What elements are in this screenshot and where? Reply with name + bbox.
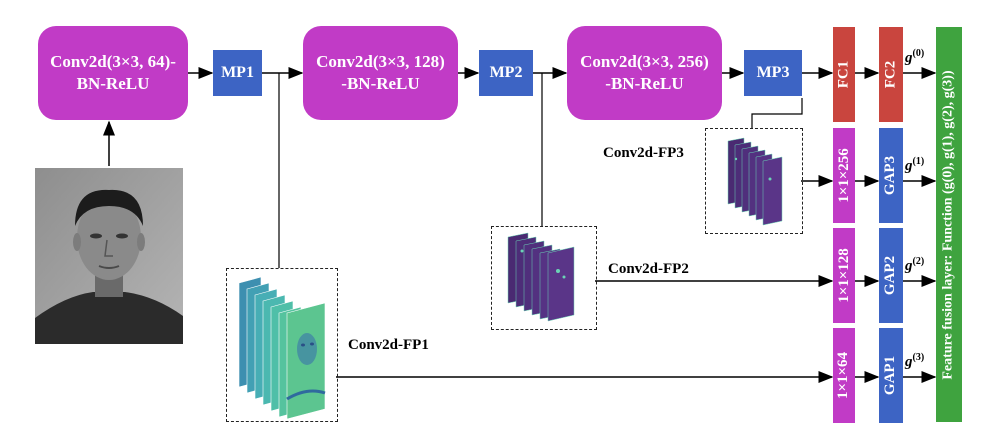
g3-label: g(3)	[905, 352, 925, 370]
mp2-block: MP2	[479, 50, 533, 96]
vec64-block: 1×1×64	[833, 328, 855, 423]
fp2-label: Conv2d-FP2	[608, 261, 689, 277]
conv2-line2: -BN-ReLU	[341, 74, 420, 93]
vec256-block: 1×1×256	[833, 128, 855, 223]
fp1-feature-stack	[238, 276, 326, 420]
fp1-label: Conv2d-FP1	[348, 337, 429, 353]
fusion-label: Feature fusion layer: Function (g(0), g(…	[941, 69, 956, 380]
gap3-block: GAP3	[879, 128, 903, 223]
gap1-block: GAP1	[879, 328, 903, 423]
fc2-block: FC2	[879, 27, 903, 122]
gap2-block: GAP2	[879, 228, 903, 323]
mp1-block: MP1	[213, 50, 262, 96]
fc1-block: FC1	[833, 27, 855, 122]
fp2-feature-stack	[507, 232, 575, 322]
conv3-line2: -BN-ReLU	[605, 74, 684, 93]
feature-fusion-layer: Feature fusion layer: Function (g(0), g(…	[936, 27, 962, 422]
mp3-block: MP3	[744, 50, 802, 96]
conv2-block: Conv2d(3×3, 128) -BN-ReLU	[303, 26, 458, 120]
vec256-label: 1×1×256	[835, 148, 852, 203]
fc1-label: FC1	[835, 60, 852, 89]
conv3-block: Conv2d(3×3, 256) -BN-ReLU	[567, 26, 722, 120]
conv1-block: Conv2d(3×3, 64)- BN-ReLU	[38, 26, 188, 120]
vec128-label: 1×1×128	[835, 248, 852, 303]
fp3-feature-stack	[727, 137, 783, 226]
g2-label: g(2)	[905, 256, 925, 274]
g0-label: g(0)	[905, 48, 925, 66]
conv2-line1: Conv2d(3×3, 128)	[316, 52, 445, 71]
gap1-label: GAP1	[882, 355, 899, 396]
fp1-feature-map-box	[226, 268, 338, 422]
conv1-line2: BN-ReLU	[76, 74, 150, 93]
gap2-label: GAP2	[882, 255, 899, 296]
conv3-line1: Conv2d(3×3, 256)	[580, 52, 709, 71]
conv1-line1: Conv2d(3×3, 64)-	[50, 52, 176, 71]
fc2-label: FC2	[882, 60, 899, 89]
fp3-feature-map-box	[705, 128, 803, 234]
vec64-label: 1×1×64	[835, 351, 852, 400]
input-face-image	[35, 168, 183, 344]
g1-label: g(1)	[905, 156, 925, 174]
fp3-label: Conv2d-FP3	[603, 145, 684, 161]
fp2-feature-map-box	[491, 226, 597, 330]
gap3-label: GAP3	[882, 155, 899, 196]
vec128-block: 1×1×128	[833, 228, 855, 323]
